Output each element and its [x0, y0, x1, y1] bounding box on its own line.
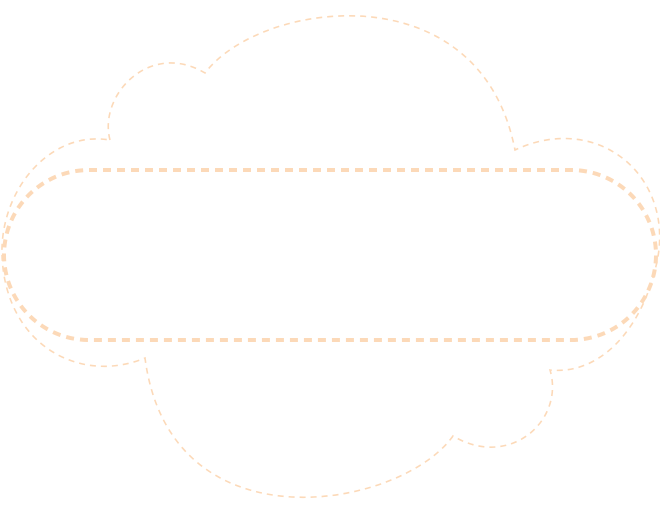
rounded-rectangle-outline-icon — [2, 168, 658, 342]
cloud-outline-icon — [1, 15, 660, 498]
